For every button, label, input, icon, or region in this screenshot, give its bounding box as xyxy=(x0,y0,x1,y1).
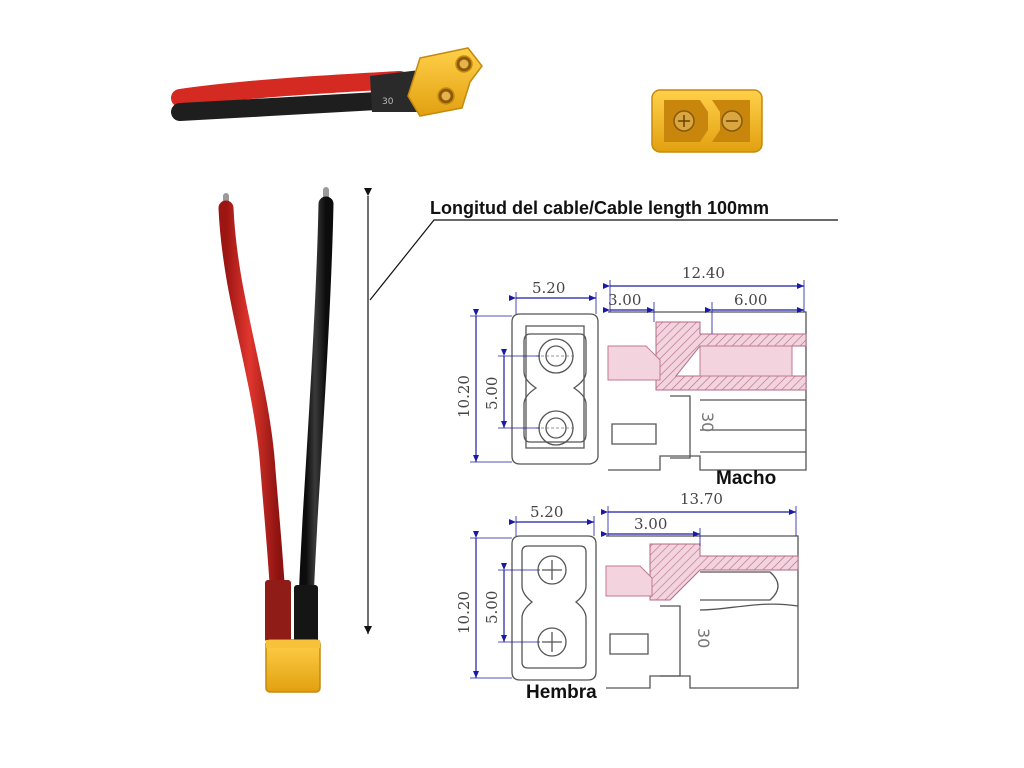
cable-assembly xyxy=(218,187,334,693)
female-label: Hembra xyxy=(526,682,597,703)
top-female-connector-front xyxy=(651,89,763,153)
female-width-dim: 5.20 xyxy=(530,503,563,521)
svg-text:30: 30 xyxy=(698,412,717,432)
male-pitch-dim: 5.00 xyxy=(483,377,501,410)
male-side-view: 30 xyxy=(607,311,807,471)
male-height-dim: 10.20 xyxy=(455,375,473,418)
female-length-dim: 13.70 xyxy=(680,490,723,508)
male-length-dim: 12.40 xyxy=(682,264,725,282)
male-width-dim: 5.20 xyxy=(532,279,565,297)
female-front-view xyxy=(511,535,597,681)
length-arrow xyxy=(364,188,838,634)
male-pin-dim: 6.00 xyxy=(734,291,767,309)
top-male-connector xyxy=(407,47,483,117)
female-drawing: 5.20 10.20 5.00 30 13.70 3.00 Hembra xyxy=(455,490,799,703)
male-front-dim: 3.00 xyxy=(608,291,641,309)
female-side-view: 30 xyxy=(605,535,799,689)
male-drawing: 5.20 10.20 5.00 30 12.40 3.00 6.00 xyxy=(455,264,807,489)
female-front-dim: 3.00 xyxy=(634,515,667,533)
wire-connector xyxy=(265,639,321,693)
male-front-view xyxy=(511,313,599,465)
top-cable-photo: 30 xyxy=(171,47,483,121)
svg-text:30: 30 xyxy=(694,628,713,648)
female-pitch-dim: 5.00 xyxy=(483,591,501,624)
male-label: Macho xyxy=(716,468,776,489)
cable-length-label: Longitud del cable/Cable length 100mm xyxy=(430,198,769,218)
arrow-icon xyxy=(369,219,838,301)
svg-text:30: 30 xyxy=(382,97,394,107)
female-height-dim: 10.20 xyxy=(455,591,473,634)
